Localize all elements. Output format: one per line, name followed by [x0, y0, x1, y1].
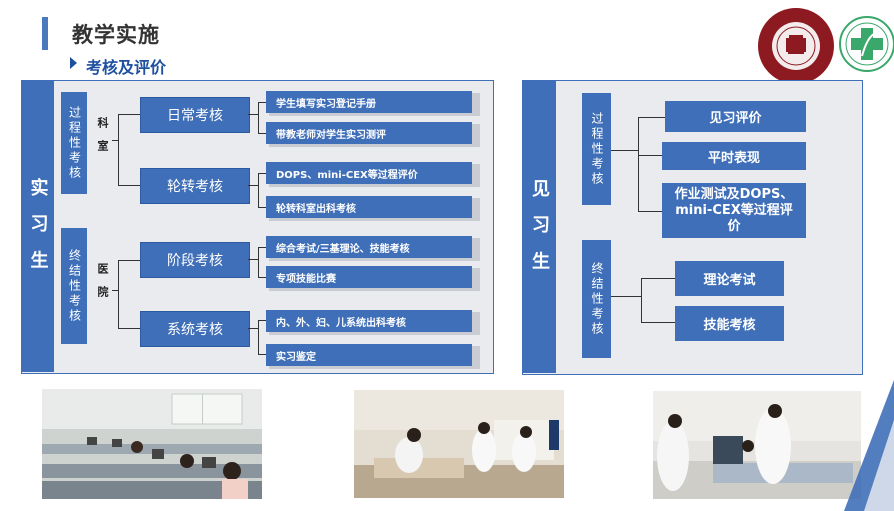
connector-line — [258, 133, 266, 134]
daily-performance-box: 平时表现 — [662, 142, 806, 170]
skill-exam-box: 技能考核 — [675, 306, 784, 341]
connector-line — [248, 259, 258, 260]
intern-label: 实 习 生 — [22, 81, 54, 372]
corner-decoration-icon — [844, 380, 894, 511]
left-formative-category: 过程性考核 — [61, 92, 87, 194]
leaf-dops-evaluation: DOPS、mini-CEX等过程评价 — [266, 162, 472, 184]
connector-line — [638, 117, 665, 118]
daily-assessment-box: 日常考核 — [140, 97, 250, 133]
connector-line — [112, 290, 118, 291]
computer-exam-room-photo — [42, 389, 262, 499]
connector-line — [248, 328, 258, 329]
university-logo-icon — [758, 8, 834, 84]
practice-evaluation-box: 见习评价 — [665, 101, 806, 132]
leaf-teacher-evaluation: 带教老师对学生实习测评 — [266, 122, 472, 144]
connector-line — [258, 207, 266, 208]
hospital-logo-icon — [838, 8, 894, 84]
connector-line — [248, 114, 258, 115]
homework-dops-box: 作业测试及DOPS、mini-CEX等过程评价 — [662, 183, 806, 238]
connector-line — [638, 211, 662, 212]
connector-line — [258, 173, 266, 174]
left-summative-scope: 医院 — [96, 263, 109, 309]
connector-line — [641, 278, 675, 279]
subtitle-arrow-icon — [70, 57, 77, 69]
system-assessment-box: 系统考核 — [140, 311, 250, 347]
connector-line — [118, 114, 119, 186]
connector-line — [258, 354, 266, 355]
theory-exam-box: 理论考试 — [675, 261, 784, 296]
stage-assessment-box: 阶段考核 — [140, 242, 250, 278]
right-summative-category: 终结性考核 — [582, 240, 611, 358]
left-formative-scope: 科室 — [96, 117, 109, 163]
connector-line — [611, 150, 638, 151]
page-title: 教学实施 — [72, 23, 160, 47]
rotation-assessment-box: 轮转考核 — [140, 168, 250, 204]
connector-line — [118, 260, 140, 261]
left-summative-category: 终结性考核 — [61, 228, 87, 344]
bedside-examination-photo — [653, 391, 861, 499]
connector-line — [641, 278, 642, 322]
title-accent-bar — [42, 17, 48, 50]
connector-line — [641, 322, 675, 323]
leaf-record-book: 学生填写实习登记手册 — [266, 91, 472, 113]
connector-line — [118, 260, 119, 328]
leaf-skill-competition: 专项技能比赛 — [266, 266, 472, 288]
leaf-comprehensive-exam: 综合考试/三基理论、技能考核 — [266, 236, 472, 258]
connector-line — [258, 102, 266, 103]
connector-line — [258, 320, 266, 321]
connector-line — [638, 117, 639, 212]
connector-line — [611, 296, 641, 297]
connector-line — [118, 114, 140, 115]
connector-line — [258, 247, 259, 277]
connector-line — [118, 328, 140, 329]
connector-line — [118, 185, 140, 186]
skills-practice-photo — [354, 390, 564, 498]
connector-line — [258, 173, 259, 207]
leaf-internship-appraisal: 实习鉴定 — [266, 344, 472, 366]
leaf-system-exit-exam: 内、外、妇、儿系统出科考核 — [266, 310, 472, 332]
connector-line — [258, 277, 266, 278]
connector-line — [258, 247, 266, 248]
page-subtitle: 考核及评价 — [86, 58, 167, 77]
connector-line — [638, 155, 662, 156]
connector-line — [258, 102, 259, 133]
connector-line — [248, 185, 258, 186]
connector-line — [112, 140, 118, 141]
right-formative-category: 过程性考核 — [582, 93, 611, 205]
leaf-department-exit-exam: 轮转科室出科考核 — [266, 196, 472, 218]
trainee-label: 见 习 生 — [523, 81, 556, 373]
connector-line — [258, 320, 259, 354]
